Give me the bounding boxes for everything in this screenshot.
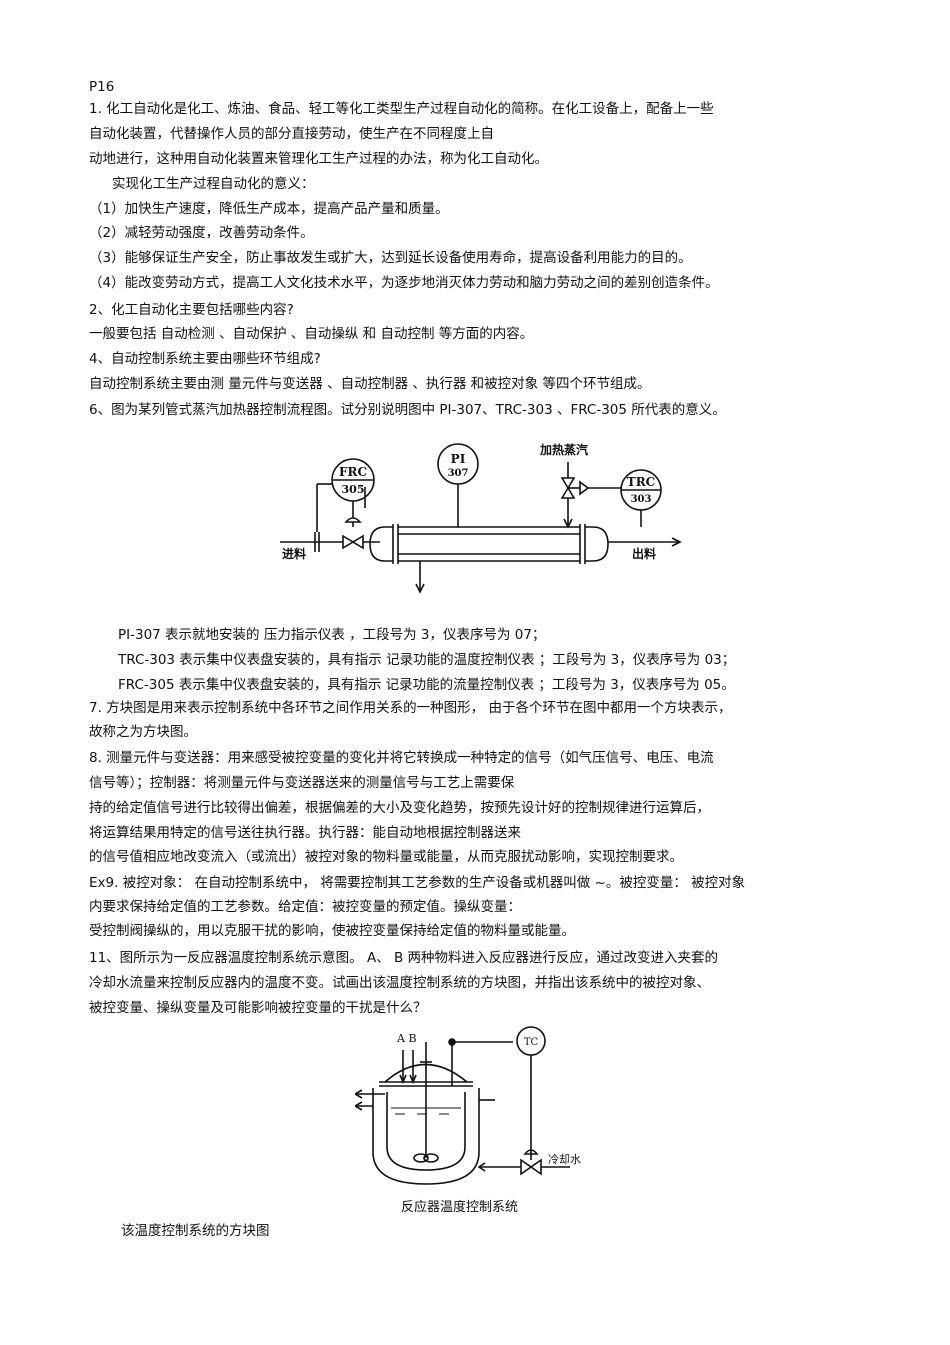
pi-instrument	[437, 443, 479, 485]
ab-feed-label: A B	[396, 1032, 417, 1045]
q1-line: 动地进行，这种用自动化装置来管理化工生产过程的办法，称为化工自动化。	[89, 151, 548, 167]
inlet-label: 进料	[282, 546, 306, 561]
q6-answer: FRC-305 表示集中仪表盘安装的，具有指示 记录功能的流量控制仪表 ；工段号…	[118, 677, 735, 693]
frc-top-label: FRC	[339, 465, 367, 479]
q1-point: （3）能够保证生产安全，防止事故发生或扩大，达到延长设备使用寿命，提高设备利用能…	[89, 250, 692, 266]
q4-question: 4、自动控制系统主要由哪些环节组成?	[89, 351, 321, 367]
q1-point: （1）加快生产速度，降低生产成本，提高产品产量和质量。	[89, 201, 449, 217]
pi-top-label: PI	[451, 452, 466, 466]
q6-question: 6、图为某列管式蒸汽加热器控制流程图。试分别说明图中 PI-307、TRC-30…	[89, 402, 726, 418]
trc-bottom-label: 303	[631, 494, 652, 505]
steam-label: 加热蒸汽	[539, 442, 588, 457]
q1-line: 1. 化工自动化是化工、炼油、食品、轻工等化工类型生产过程自动化的简称。在化工设…	[89, 101, 714, 117]
pi-bottom-label: 307	[448, 468, 469, 479]
q8-line: 将运算结果用特定的信号送往执行器。执行器：能自动地根据控制器送来	[89, 825, 521, 841]
page-label: P16	[89, 79, 115, 95]
q7-line: 7. 方块图是用来表示控制系统中各环节之间作用关系的一种图形， 由于各个环节在图…	[89, 700, 732, 716]
trc-top-label: TRC	[627, 475, 655, 489]
q1-line: 自动化装置，代替操作人员的部分直接劳动，使生产在不同程度上自	[89, 126, 494, 142]
outlet-label: 出料	[632, 546, 656, 561]
frc-bottom-label: 305	[342, 483, 365, 496]
q2-answer: 一般要包括 自动检测 、自动保护 、自动操纵 和 自动控制 等方面的内容。	[89, 326, 534, 342]
q1-meaning-title: 实现化工生产过程自动化的意义：	[112, 176, 315, 192]
ex9-line: Ex9. 被控对象： 在自动控制系统中， 将需要控制其工艺参数的生产设备或机器叫…	[89, 875, 746, 891]
q7-line: 故称之为方块图。	[89, 724, 197, 740]
q11-line: 被控变量、操纵变量及可能影响被控变量的干扰是什么？	[89, 1000, 427, 1016]
q11-line: 冷却水流量来控制反应器内的温度不变。试画出该温度控制系统的方块图，并指出该系统中…	[89, 975, 710, 991]
q4-answer: 自动控制系统主要由测 量元件与变送器 、自动控制器 、执行器 和被控对象 等四个…	[89, 376, 651, 392]
reactor-diagram: A B TC 冷却水	[355, 1026, 581, 1185]
heat-exchanger-diagram: FRC 305 PI 307	[280, 442, 682, 594]
tc-label: TC	[524, 1037, 539, 1048]
q1-point: （2）减轻劳动强度，改善劳动条件。	[89, 225, 314, 241]
ex9-line: 受控制阀操纵的，用以克服干扰的影响，使被控变量保持给定值的物料量或能量。	[89, 923, 575, 939]
ex9-line: 内要求保持给定值的工艺参数。给定值：被控变量的预定值。操纵变量：	[89, 899, 521, 915]
block-diagram-title: 该温度控制系统的方块图	[121, 1223, 270, 1239]
q2-question: 2、化工自动化主要包括哪些内容?	[89, 302, 294, 318]
reactor-caption: 反应器温度控制系统	[401, 1200, 519, 1215]
q8-line: 的信号值相应地改变流入（或流出）被控对象的物料量或能量，从而克服扰动影响，实现控…	[89, 849, 683, 865]
q8-line: 信号等）；控制器：将测量元件与变送器送来的测量信号与工艺上需要保	[89, 775, 515, 791]
q8-line: 持的给定值信号进行比较得出偏差，根据偏差的大小及变化趋势，按预先设计好的控制规律…	[89, 800, 710, 816]
q1-point: （4）能改变劳动方式，提高工人文化技术水平，为逐步地消灭体力劳动和脑力劳动之间的…	[89, 275, 719, 291]
q6-answer: PI-307 表示就地安装的 压力指示仪表 ，工段号为 3，仪表序号为 07；	[118, 627, 546, 643]
q6-answer: TRC-303 表示集中仪表盘安装的，具有指示 记录功能的温度控制仪表 ；工段号…	[118, 652, 736, 668]
q11-line: 11、图所示为一反应器温度控制系统示意图。 A、 B 两种物料进入反应器进行反应…	[89, 950, 719, 966]
q8-line: 8. 测量元件与变送器：用来感受被控变量的变化并将它转换成一种特定的信号（如气压…	[89, 750, 714, 766]
cooling-water-label: 冷却水	[548, 1153, 581, 1166]
